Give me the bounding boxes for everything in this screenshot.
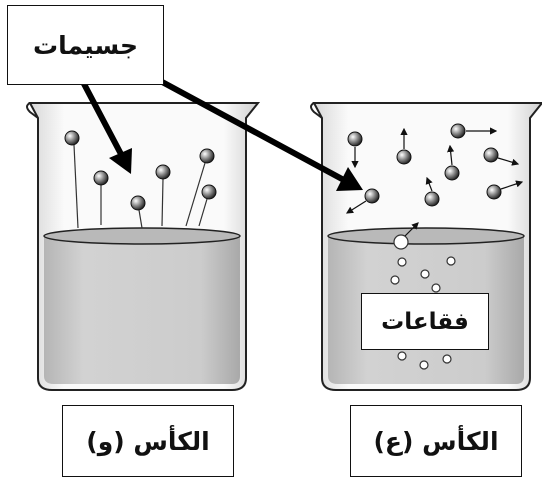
beaker-w-liquid-surface (43, 227, 241, 245)
pointer-arrow-icon (80, 79, 132, 174)
bubble-icon (431, 283, 441, 293)
bubble-icon (397, 257, 407, 267)
beaker-w-caption: الكأس (و) (62, 405, 234, 477)
bubble-icon (397, 351, 407, 361)
particle-icon (198, 184, 217, 227)
particle-icon (185, 148, 215, 227)
bubble-icon (420, 269, 430, 279)
particle-icon (64, 130, 80, 229)
pointer-arrow-icon (137, 67, 363, 191)
beaker-w-liquid (44, 236, 240, 384)
particle-icon (345, 188, 380, 214)
particle-icon (486, 180, 524, 200)
particle-icon (93, 170, 109, 225)
beaker-a-liquid-surface (327, 227, 525, 245)
bubble-icon (442, 354, 452, 364)
beaker-w (26, 102, 261, 391)
particle-icon (424, 176, 440, 207)
particle-icon (396, 127, 412, 165)
bubble-icon (419, 360, 429, 370)
particles-label: جسيمات (7, 5, 164, 85)
bubble-icon (390, 275, 400, 285)
particle-icon (347, 131, 363, 169)
particle-icon (130, 195, 146, 229)
beaker-w-rim (26, 102, 39, 119)
bubbles-label: فقاعات (361, 293, 489, 350)
particle-icon (483, 147, 520, 166)
bubble-icon (393, 234, 409, 250)
bubble-icon (446, 256, 456, 266)
beaker-a-caption: الكأس (ع) (350, 405, 522, 477)
particle-icon (444, 144, 460, 181)
particle-icon (450, 123, 498, 139)
beaker-a-rim (310, 102, 323, 119)
motion-arrow-icon (404, 222, 419, 237)
particle-icon (155, 164, 171, 227)
